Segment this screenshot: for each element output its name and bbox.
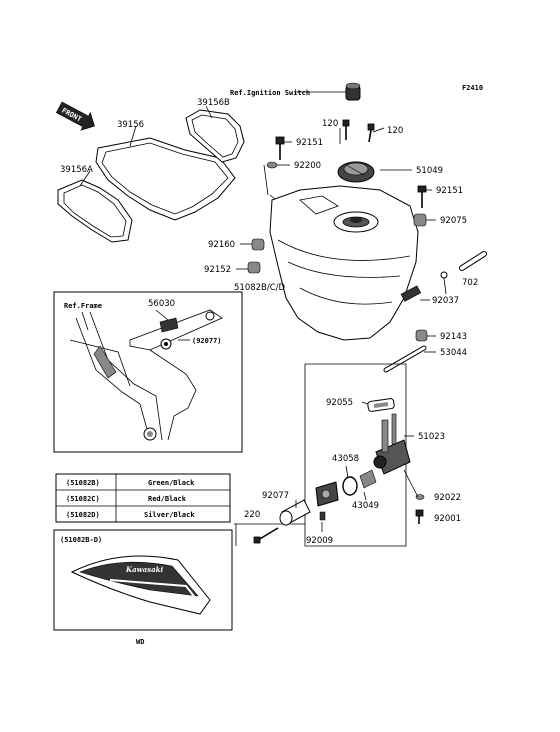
callout-51082: 51082B/C/D xyxy=(234,283,286,293)
callout-51049: 51049 xyxy=(416,166,443,176)
callout-92077-ref: (92077) xyxy=(192,337,222,345)
damper-92160 xyxy=(251,238,265,251)
seal-39156b xyxy=(185,109,245,163)
bolt-92151-upper xyxy=(275,136,285,160)
callout-92055: 92055 xyxy=(326,398,353,408)
callout-39156b: 39156B xyxy=(197,98,230,108)
callout-92009: 92009 xyxy=(306,536,333,546)
callout-92077: 92077 xyxy=(262,491,289,501)
bolt-120-left xyxy=(342,119,350,140)
petcock-inset xyxy=(234,363,425,547)
callout-92075: 92075 xyxy=(440,216,467,226)
callout-92001: 92001 xyxy=(434,514,461,524)
figure-code: F2410 xyxy=(462,84,483,92)
seal-39156 xyxy=(95,137,236,221)
callout-labels: Ref.Ignition Switch 39156 39156A 39156B … xyxy=(60,89,478,546)
bolt-120-right xyxy=(367,123,375,143)
callout-120-right: 120 xyxy=(387,126,403,136)
callout-220: 220 xyxy=(244,510,260,520)
callout-92160: 92160 xyxy=(208,240,235,250)
damper-92075 xyxy=(413,213,427,227)
callout-92037: 92037 xyxy=(432,296,459,306)
clip-92037 xyxy=(440,271,448,295)
bolt-92151-right xyxy=(417,185,427,208)
hose-702 xyxy=(459,251,487,271)
ref-ignition-label: Ref.Ignition Switch xyxy=(230,89,310,97)
callout-43058: 43058 xyxy=(332,454,359,464)
frame-inset: Ref.Frame 56030 (92077) xyxy=(53,291,243,453)
callout-92200: 92200 xyxy=(294,161,321,171)
color-table: (51082B) Green/Black (51082C) Red/Black … xyxy=(55,473,231,523)
front-arrow-icon: FRONT xyxy=(55,101,95,131)
table-row-1-color: Green/Black xyxy=(148,479,195,487)
filler-cap-51049 xyxy=(337,161,375,183)
callout-702: 702 xyxy=(462,278,478,288)
damper-92143 xyxy=(415,329,428,342)
callout-51023: 51023 xyxy=(418,432,445,442)
washer-92200 xyxy=(266,161,278,169)
callout-120-left: 120 xyxy=(322,119,338,129)
callout-92022: 92022 xyxy=(434,493,461,503)
table-row-1-code: (51082B) xyxy=(66,479,100,487)
ignition-switch-cap xyxy=(345,82,361,101)
seal-39156a xyxy=(57,179,133,243)
decal-logo: Kawasaki xyxy=(125,565,164,574)
callout-92152: 92152 xyxy=(204,265,231,275)
table-row-3-code: (51082D) xyxy=(66,511,100,519)
callout-39156: 39156 xyxy=(117,120,144,130)
decal-inset: (51082B-D) Kawasaki WD xyxy=(53,529,233,646)
fuel-tank xyxy=(269,185,422,341)
callout-39156a: 39156A xyxy=(60,165,93,175)
wd-label: WD xyxy=(136,638,144,646)
rod-53044 xyxy=(383,345,427,373)
table-row-2-color: Red/Black xyxy=(148,495,187,503)
table-row-2-code: (51082C) xyxy=(66,495,100,503)
callout-92143: 92143 xyxy=(440,332,467,342)
decal-box-label: (51082B-D) xyxy=(60,536,102,544)
callout-56030: 56030 xyxy=(148,299,175,309)
damper-92152 xyxy=(247,261,261,274)
callout-43049: 43049 xyxy=(352,501,379,511)
callout-53044: 53044 xyxy=(440,348,467,358)
callout-92151-upper: 92151 xyxy=(296,138,323,148)
ref-frame-label: Ref.Frame xyxy=(64,302,102,310)
table-row-3-color: Silver/Black xyxy=(144,511,195,519)
callout-92151-right: 92151 xyxy=(436,186,463,196)
